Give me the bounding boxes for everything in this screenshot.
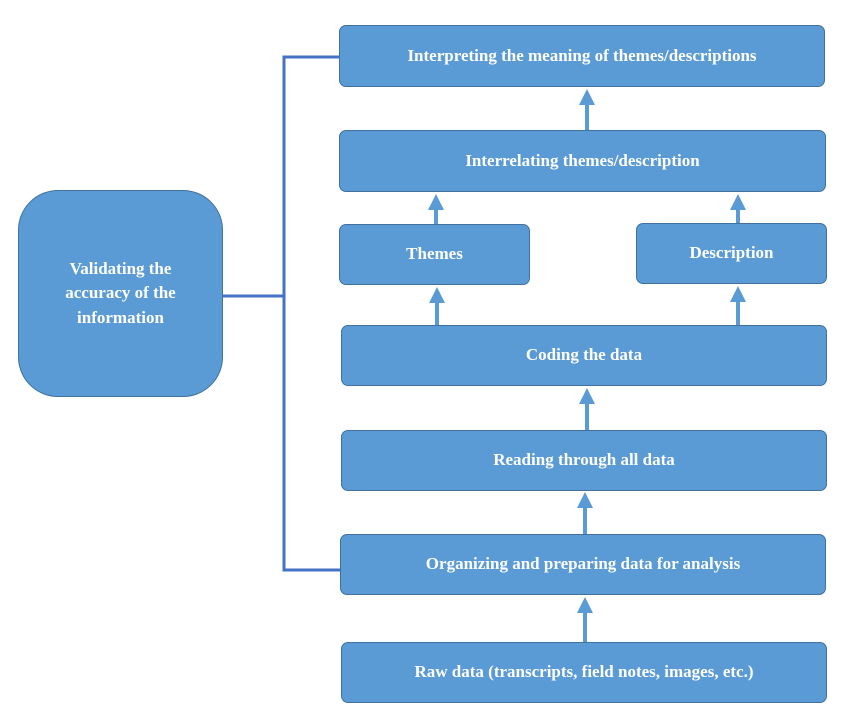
arrow-coding-to-description — [730, 286, 746, 325]
arrow-reading-to-coding — [579, 388, 595, 430]
reading-label: Reading through all data — [493, 450, 675, 470]
interpreting-node: Interpreting the meaning of themes/descr… — [339, 25, 825, 87]
reading-node: Reading through all data — [341, 430, 827, 491]
interpreting-label: Interpreting the meaning of themes/descr… — [407, 45, 757, 65]
coding-label: Coding the data — [525, 345, 643, 365]
arrow-interrelating-to-interpreting — [579, 89, 595, 130]
description-node: Description — [636, 223, 827, 284]
arrow-raw-to-organizing — [577, 597, 593, 642]
organizing-label: Organizing and preparing data for analys… — [425, 554, 741, 574]
validating-accuracy-label: Validating the accuracy of the informati… — [65, 258, 176, 327]
raw-data-label: Raw data (transcripts, field notes, imag… — [414, 662, 754, 682]
validating-accuracy-node: Validating the accuracy of the informati… — [18, 190, 223, 397]
themes-label: Themes — [406, 244, 463, 264]
bracket-line — [282, 55, 340, 572]
organizing-node: Organizing and preparing data for analys… — [340, 534, 826, 595]
arrow-organizing-to-reading — [577, 492, 593, 534]
description-label: Description — [689, 243, 774, 263]
validation-bracket — [223, 55, 340, 572]
arrow-themes-to-interrelating — [428, 194, 444, 224]
interrelating-label: Interrelating themes/description — [465, 150, 700, 170]
arrow-description-to-interrelating — [730, 194, 746, 223]
themes-node: Themes — [339, 224, 530, 285]
interrelating-node: Interrelating themes/description — [339, 130, 826, 192]
raw-data-node: Raw data (transcripts, field notes, imag… — [341, 642, 827, 703]
coding-node: Coding the data — [341, 325, 827, 386]
arrow-coding-to-themes — [429, 287, 445, 325]
